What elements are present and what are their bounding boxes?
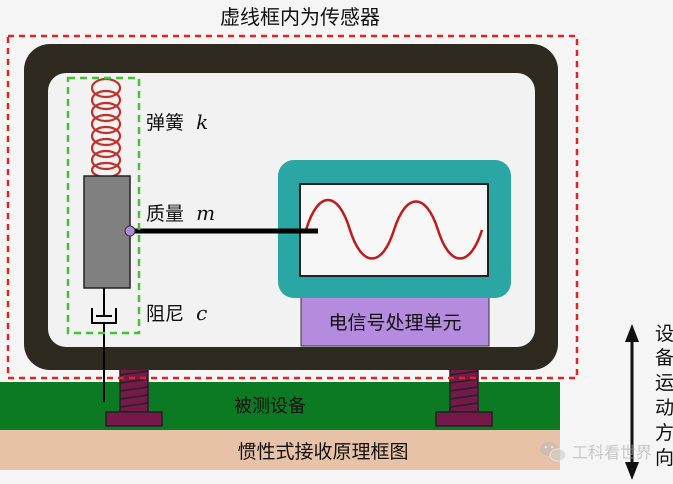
motion-char-1: 备 (655, 347, 673, 369)
damper-label: 阻尼 c (146, 301, 207, 325)
spring-mass-box (66, 76, 141, 335)
up-down-arrow-icon (625, 324, 639, 480)
device-label: 被测设备 (234, 396, 306, 417)
mass-symbol: m (196, 201, 215, 225)
watermark: 工科看世界 (540, 442, 652, 462)
damper-symbol: c (196, 301, 207, 325)
watermark-text: 工科看世界 (572, 443, 652, 462)
spring-label: 弹簧 k (146, 110, 208, 134)
mass-label: 质量 m (146, 201, 215, 225)
wechat-icon (540, 442, 567, 462)
motion-char-4: 方 (655, 422, 673, 444)
mass-label-text: 质量 (146, 203, 184, 225)
base-label: 惯性式接收原理框图 (237, 441, 408, 463)
mass-block (83, 175, 131, 289)
processor-label: 电信号处理单元 (328, 312, 461, 334)
motion-direction-label: 设 备 运 动 方 向 (655, 323, 673, 469)
sensor-boundary (6, 34, 579, 380)
spring-symbol: k (196, 110, 208, 134)
base-band (0, 430, 560, 470)
mass-pivot (124, 225, 136, 237)
spring-label-text: 弹簧 (146, 112, 184, 134)
motion-char-3: 动 (655, 397, 673, 419)
motion-char-0: 设 (655, 323, 673, 345)
signal-wave (304, 198, 484, 260)
motion-char-2: 运 (655, 372, 673, 394)
diagram-title: 虚线框内为传感器 (220, 5, 380, 29)
motion-char-5: 向 (655, 447, 673, 469)
damper-label-text: 阻尼 (146, 303, 184, 325)
damper (91, 288, 117, 402)
